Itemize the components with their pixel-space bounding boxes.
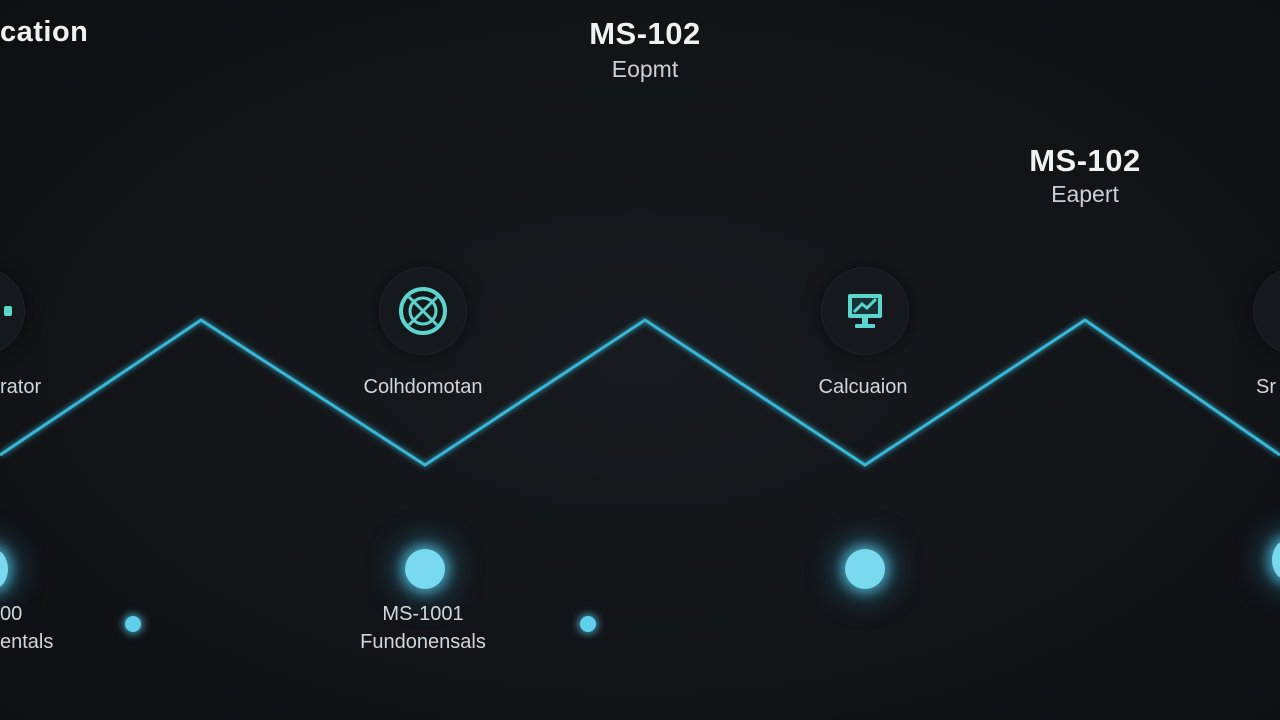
right-node-subtitle: Eapert — [1051, 181, 1119, 207]
center-node-title: MS-102 — [589, 16, 701, 51]
bottom-line-right-dot — [580, 616, 596, 632]
glow-node-1 — [405, 549, 445, 589]
right-node-title: MS-102 — [1029, 143, 1141, 178]
bottom-node-name: Fundonensals — [360, 631, 486, 653]
glow-node-edge-left — [0, 549, 8, 589]
zigzag-timeline-line — [0, 318, 1280, 467]
edge-node-left-marker — [4, 306, 12, 316]
bottom-line-left-dot — [125, 616, 141, 632]
bottom-left-name: entals — [0, 631, 54, 653]
label-calculation: Calcuaion — [818, 376, 908, 398]
label-collaboration: Colhdomotan — [363, 376, 483, 398]
label-left-partial: rator — [0, 376, 42, 398]
glow-node-2 — [845, 549, 885, 589]
label-right-partial: Sr — [1256, 376, 1276, 398]
bottom-left-code: 00 — [0, 603, 23, 625]
calculation-node — [822, 268, 908, 354]
compass-icon — [399, 287, 447, 335]
collaboration-node — [380, 268, 466, 354]
glow-node-edge-right — [1272, 540, 1280, 580]
center-node-subtitle: Eopmt — [611, 56, 679, 82]
partial-title-left: cation — [0, 16, 89, 48]
monitor-icon — [848, 294, 882, 328]
bottom-node-code: MS-1001 — [382, 603, 464, 625]
